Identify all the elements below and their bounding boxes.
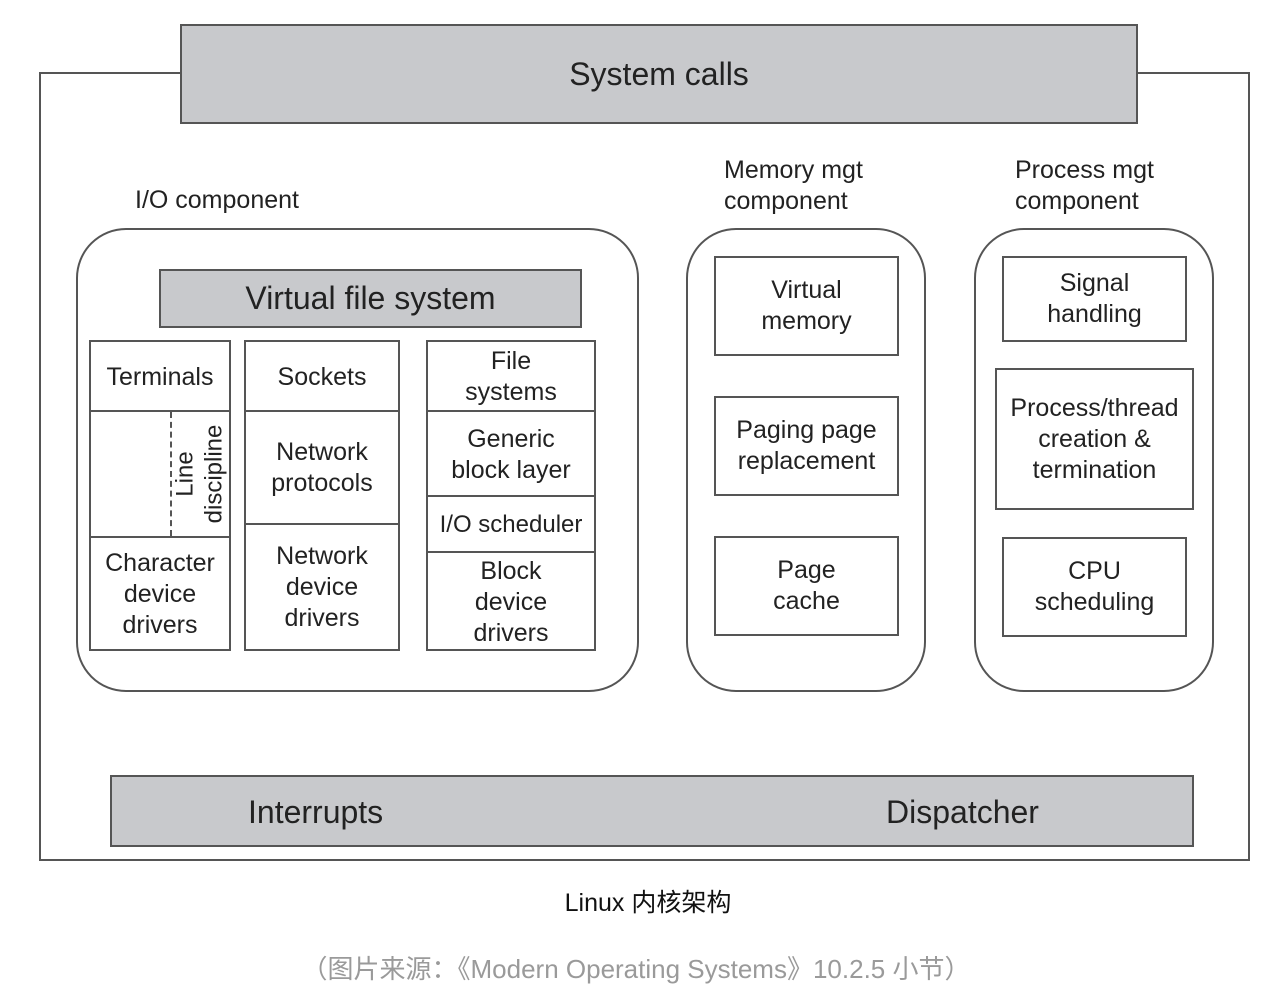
paging-page-replacement: Paging page replacement (714, 396, 899, 496)
cpu-scheduling: CPU scheduling (1002, 537, 1187, 637)
terminals: Terminals (106, 362, 214, 391)
line-discipline-divider (170, 412, 172, 536)
line-discipline: Line discipline (171, 424, 227, 524)
network-protocols: Network protocols (271, 438, 373, 497)
io-column-net: Sockets Network protocols Network device… (244, 340, 400, 651)
io-scheduler: I/O scheduler (439, 510, 583, 538)
network-device-drivers: Network device drivers (276, 541, 368, 632)
figure-source: （图片来源：《Modern Operating Systems》10.2.5 小… (301, 954, 971, 984)
system-calls-bar: System calls (180, 24, 1138, 124)
process-component-title: Process mgt component (1015, 156, 1154, 215)
io-column-block: File systems Generic block layer I/O sch… (426, 340, 596, 651)
block-device-drivers: Block device drivers (473, 556, 549, 647)
io-component-title: I/O component (135, 186, 299, 214)
io-column-char: Terminals Line discipline Character devi… (89, 340, 231, 651)
sockets: Sockets (277, 362, 367, 391)
figure-caption: Linux 内核架构 (564, 889, 732, 917)
generic-block-layer: Generic block layer (451, 424, 571, 484)
file-systems: File systems (465, 347, 557, 406)
memory-component-title: Memory mgt component (724, 156, 863, 215)
signal-handling: Signal handling (1002, 256, 1187, 342)
dispatcher-label: Dispatcher (886, 794, 1039, 830)
character-device-drivers: Character device drivers (105, 549, 215, 639)
system-calls-label: System calls (569, 55, 749, 92)
virtual-memory: Virtual memory (714, 256, 899, 356)
page-cache: Page cache (714, 536, 899, 636)
virtual-file-system: Virtual file system (159, 269, 582, 328)
interrupts-dispatcher-bar: Interrupts Dispatcher (110, 775, 1194, 847)
interrupts-label: Interrupts (248, 794, 384, 830)
process-thread-creation: Process/thread creation & termination (995, 368, 1194, 510)
